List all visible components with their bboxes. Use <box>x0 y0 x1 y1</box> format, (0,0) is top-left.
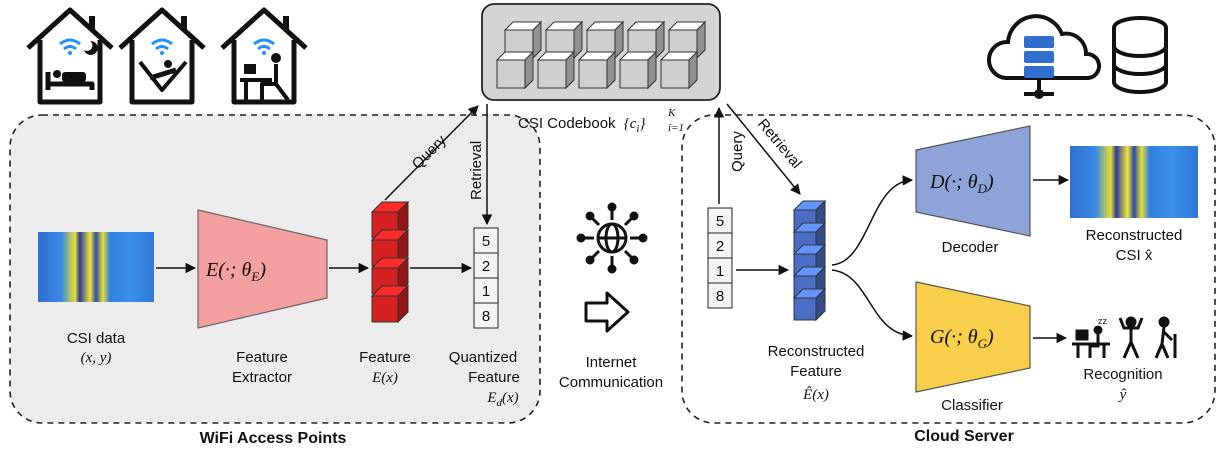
feature-cube <box>370 200 410 240</box>
cloud-code-value: 8 <box>716 288 724 305</box>
recon-csi-label-2: CSI x̂ <box>1116 247 1153 264</box>
codebook-subscript: i=1 <box>668 122 684 134</box>
recon-csi-label: Reconstructed <box>1086 227 1183 244</box>
reconstructed-feature-cubes <box>792 199 827 322</box>
cloud-server-title: Cloud Server <box>914 428 1014 445</box>
extractor-formula: E(·; θE) <box>205 259 266 284</box>
edge-code-cell: 2 <box>473 252 499 279</box>
codebook-cube <box>577 50 617 90</box>
cloud-code-value: 1 <box>716 263 724 280</box>
csi-data-var: (x, y) <box>81 350 112 366</box>
reconstructed-csi-image <box>1070 146 1198 218</box>
edge-code-value: 2 <box>482 258 490 275</box>
recognition-var: ŷ <box>1118 387 1127 403</box>
recon-feature-label-2: Feature <box>790 363 842 380</box>
network-globe-icon <box>576 202 648 274</box>
codebook-label: CSI Codebook {ci} <box>518 115 645 135</box>
house-desk-icon <box>220 7 308 105</box>
wifi-access-points-title: WiFi Access Points <box>200 430 347 447</box>
edge-code-value: 8 <box>482 308 490 325</box>
recon-feature-cube <box>792 287 827 322</box>
database-icon <box>1112 16 1168 94</box>
edge-code-cell: 1 <box>473 277 499 304</box>
codebook-superscript: K <box>667 107 676 119</box>
quantized-var: Ed(x) <box>486 390 518 409</box>
quantized-label-2: Feature <box>468 369 520 386</box>
extractor-label-2: Extractor <box>232 369 292 386</box>
feature-label: Feature <box>359 349 411 366</box>
activity-icons: zz <box>1072 316 1177 359</box>
edge-code-cell: 5 <box>473 227 499 254</box>
edge-code-cell: 8 <box>473 302 499 329</box>
quantized-label: Quantized <box>449 349 517 366</box>
feature-cubes <box>370 200 410 324</box>
cloud-query-label: Query <box>729 131 746 172</box>
communication-label: Internet <box>586 354 638 371</box>
cloud-code-value: 5 <box>716 213 724 230</box>
cloud-code-cell: 1 <box>707 257 733 284</box>
recon-feature-label: Reconstructed <box>768 343 865 360</box>
recon-feature-var: Ê(x) <box>802 386 829 403</box>
edge-retrieval-label: Retrieval <box>468 141 485 200</box>
feature-cube <box>370 284 410 324</box>
codebook-cube <box>659 50 699 90</box>
decoder-label: Decoder <box>942 239 999 256</box>
classifier-label: Classifier <box>941 397 1003 414</box>
codebook-cubes <box>495 20 707 90</box>
recognition-label: Recognition <box>1083 366 1162 383</box>
decoder-formula: D(·; θD) <box>929 171 994 196</box>
feature-extractor-block <box>197 209 328 329</box>
communication-label-2: Communication <box>559 374 663 391</box>
cloud-quantized-codes: 5 2 1 8 <box>707 207 733 309</box>
cloud-code-value: 2 <box>716 238 724 255</box>
cloud-code-cell: 2 <box>707 232 733 259</box>
csi-data-label: CSI data <box>67 330 126 347</box>
decoder-block <box>915 125 1031 237</box>
classifier-block <box>915 281 1031 393</box>
svg-text:zz: zz <box>1098 316 1108 326</box>
quantized-feature-codes: 5 2 1 8 <box>473 227 499 329</box>
codebook-cube <box>495 50 535 90</box>
right-arrow-icon <box>584 291 630 333</box>
extractor-label: Feature <box>236 349 288 366</box>
house-hammock-icon <box>118 7 206 105</box>
feature-var: E(x) <box>371 370 398 386</box>
edge-code-value: 5 <box>482 233 490 250</box>
cloud-code-cell: 8 <box>707 282 733 309</box>
house-sleeping-icon <box>26 7 114 105</box>
codebook-cube <box>536 50 576 90</box>
cloud-server-icon <box>986 14 1101 99</box>
csi-data-image <box>38 232 154 302</box>
classifier-formula: G(·; θG) <box>930 326 994 351</box>
cloud-code-cell: 5 <box>707 207 733 234</box>
codebook-cube <box>618 50 658 90</box>
edge-code-value: 1 <box>482 283 490 300</box>
